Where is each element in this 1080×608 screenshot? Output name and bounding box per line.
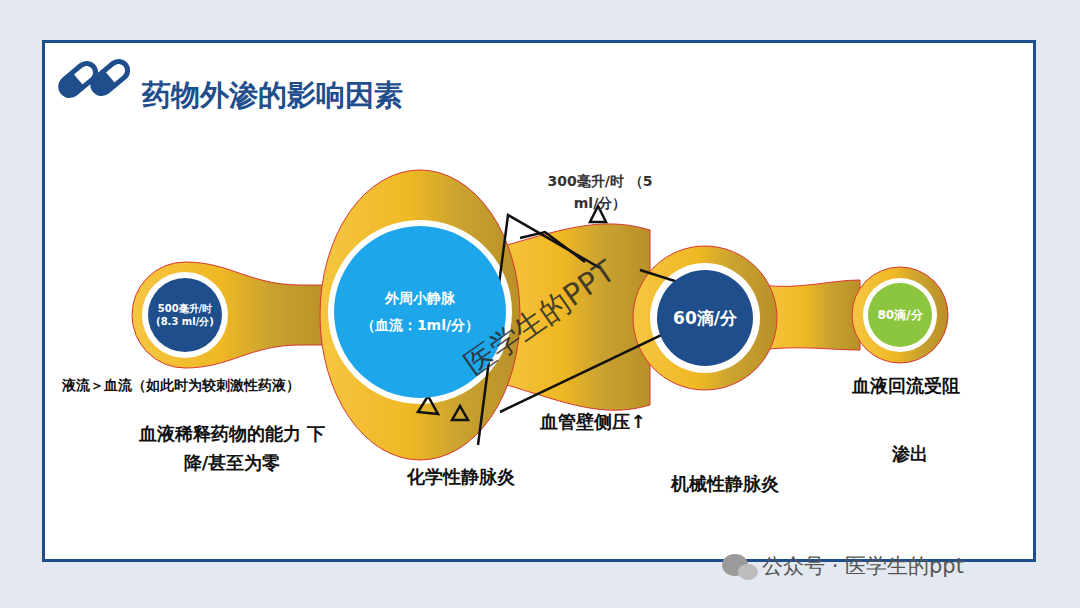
- circle-text: 500毫升/时 (8.3 ml/分): [154, 302, 216, 329]
- result-label: 渗出: [880, 440, 940, 469]
- wechat-icon: [722, 554, 758, 580]
- vessel-circle: 80滴/分: [868, 283, 932, 347]
- result-label: 化学性静脉炎: [386, 463, 536, 492]
- vessel-circle: 60滴/分: [657, 270, 753, 366]
- effect-label: 血液稀释药物的能力 下降/甚至为零: [132, 420, 332, 478]
- result-label: 机械性静脉炎: [650, 470, 800, 499]
- circle-text: 80滴/分: [870, 307, 930, 323]
- circle-text: 外周小静脉: [340, 289, 500, 308]
- slide-title: 药物外渗的影响因素: [142, 76, 403, 116]
- effect-label: 血液回流受阻: [836, 372, 976, 401]
- note-label: 液流＞血流（如此时为较刺激性药液）: [62, 374, 382, 396]
- vessel-circle: 500毫升/时 (8.3 ml/分): [148, 278, 222, 352]
- footer-watermark: 公众号 · 医学生的ppt: [762, 550, 1042, 584]
- flow-rate-label: 300毫升/时 （5 ml/分）: [540, 170, 660, 215]
- circle-text: 60滴/分: [660, 307, 750, 330]
- effect-label: 血管壁侧压↑: [528, 408, 658, 437]
